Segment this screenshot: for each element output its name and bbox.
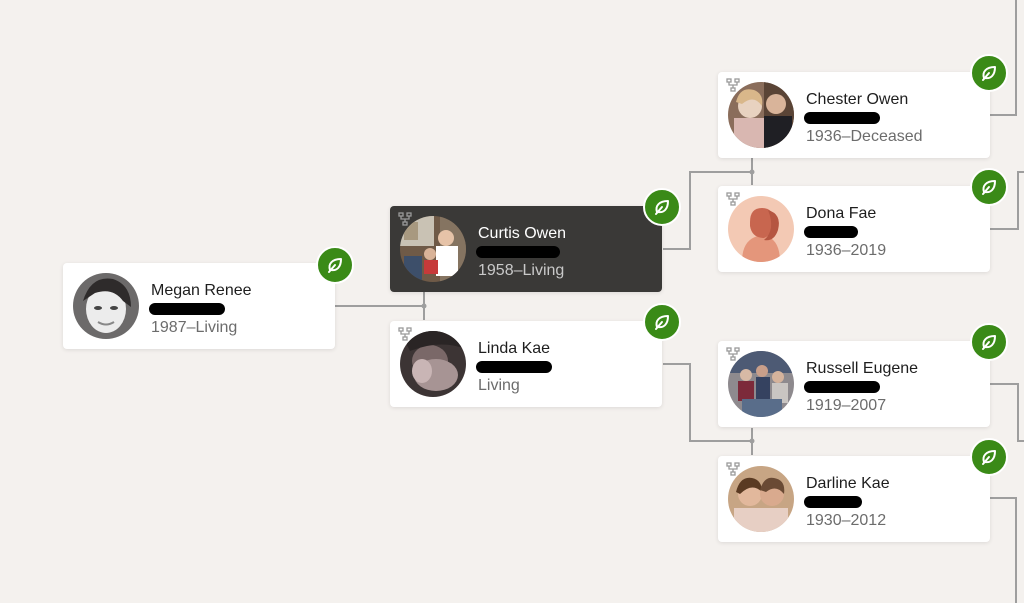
- leaf-hint-icon: [982, 450, 996, 465]
- redaction-bar: [804, 112, 880, 124]
- person-dates: 1936–2019: [806, 242, 887, 259]
- person-dates: 1958–Living: [478, 262, 565, 279]
- family-tree-icon[interactable]: [398, 212, 412, 226]
- person-name: Chester Owen: [806, 91, 909, 108]
- redaction-bar: [804, 226, 858, 238]
- person-card-darline[interactable]: Darline Kae 1930–2012: [718, 456, 990, 542]
- redaction-bar: [149, 303, 225, 315]
- person-photo: [728, 351, 794, 417]
- redaction-bar: [476, 246, 560, 258]
- leaf-hint-icon: [655, 315, 669, 330]
- family-tree-icon[interactable]: [726, 78, 740, 92]
- person-photo: [73, 273, 139, 339]
- person-name: Megan Renee: [151, 282, 252, 299]
- person-name: Russell Eugene: [806, 360, 919, 377]
- person-dates: 1930–2012: [806, 512, 887, 529]
- hint-leaf-button[interactable]: [970, 168, 1008, 206]
- hint-leaf-button[interactable]: [970, 54, 1008, 92]
- person-dates: 1936–Deceased: [806, 128, 923, 145]
- redaction-bar: [476, 361, 552, 373]
- person-name: Curtis Owen: [478, 225, 567, 242]
- person-card-dona[interactable]: Dona Fae 1936–2019: [718, 186, 990, 272]
- family-tree-icon[interactable]: [398, 327, 412, 341]
- leaf-hint-icon: [982, 66, 996, 81]
- hint-leaf-button[interactable]: [970, 323, 1008, 361]
- leaf-hint-icon: [982, 180, 996, 195]
- family-tree-icon[interactable]: [726, 192, 740, 206]
- person-card-chester[interactable]: Chester Owen 1936–Deceased: [718, 72, 990, 158]
- family-tree-icon[interactable]: [726, 462, 740, 476]
- leaf-hint-icon: [655, 200, 669, 215]
- person-photo: [728, 82, 794, 148]
- person-photo: [728, 466, 794, 532]
- person-name: Linda Kae: [478, 340, 551, 357]
- redaction-bar: [804, 496, 862, 508]
- person-photo: [400, 331, 466, 397]
- person-card-megan[interactable]: Megan Renee 1987–Living: [63, 263, 335, 349]
- person-dates: Living: [478, 377, 520, 394]
- hint-leaf-button[interactable]: [970, 438, 1008, 476]
- hint-leaf-button[interactable]: [316, 246, 354, 284]
- person-card-linda[interactable]: Linda Kae Living: [390, 321, 662, 407]
- family-tree-icon[interactable]: [726, 347, 740, 361]
- redaction-bar: [804, 381, 880, 393]
- person-card-russell[interactable]: Russell Eugene 1919–2007: [718, 341, 990, 427]
- person-dates: 1987–Living: [151, 319, 238, 336]
- hint-leaf-button[interactable]: [643, 303, 681, 341]
- female-silhouette-icon: [728, 196, 794, 262]
- person-card-curtis[interactable]: Curtis Owen 1958–Living: [390, 206, 662, 292]
- person-name: Dona Fae: [806, 205, 877, 222]
- hint-leaf-button[interactable]: [643, 188, 681, 226]
- person-photo: [400, 216, 466, 282]
- person-name: Darline Kae: [806, 475, 890, 492]
- leaf-hint-icon: [982, 335, 996, 350]
- leaf-hint-icon: [328, 258, 342, 273]
- person-dates: 1919–2007: [806, 397, 887, 414]
